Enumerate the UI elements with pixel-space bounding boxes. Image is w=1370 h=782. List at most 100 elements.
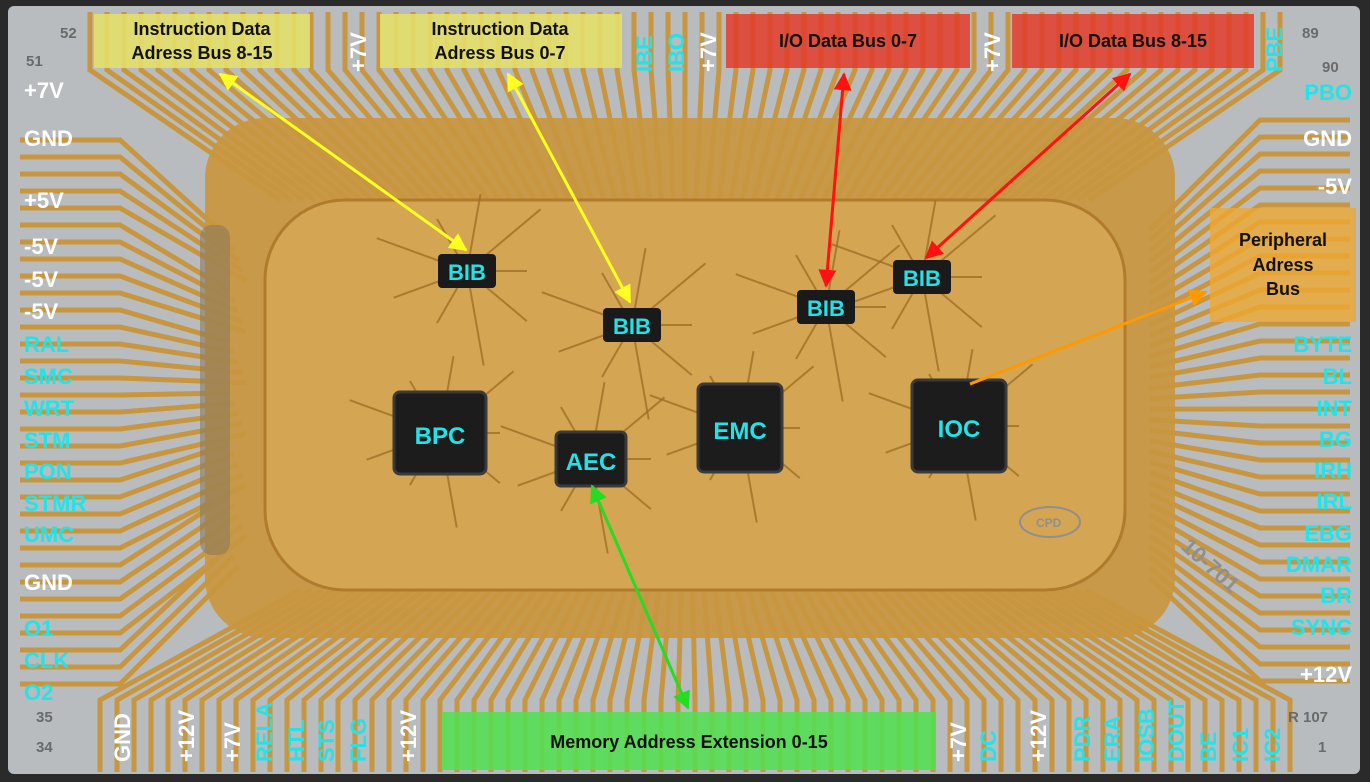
chip-emc — [696, 382, 784, 474]
chip-bib-4 — [893, 260, 951, 294]
trace — [1149, 338, 1350, 370]
trace — [20, 390, 231, 398]
left-pin-label: -5V — [24, 267, 59, 292]
trace — [1149, 438, 1350, 463]
bottom-pin-label: PDR — [1070, 715, 1095, 762]
left-pin-label: O2 — [24, 680, 53, 705]
trace — [1148, 491, 1350, 548]
right-pin-label: DMAR — [1286, 552, 1352, 577]
bottom-pin-label: STS — [314, 719, 339, 762]
right-pin-label: BR — [1320, 583, 1352, 608]
right-pin-label: BL — [1323, 364, 1352, 389]
bus-box-mem-ext — [442, 712, 936, 770]
trace — [1148, 575, 1350, 684]
right-pin-label: IRL — [1317, 489, 1352, 514]
trace — [1149, 355, 1350, 381]
left-pin-label: CLK — [24, 648, 69, 673]
trace — [20, 137, 232, 242]
trace — [1149, 372, 1350, 391]
trace — [20, 171, 240, 263]
bottom-pin-label: IOSB — [1134, 708, 1159, 762]
trace — [20, 341, 239, 365]
bottom-pin-label: IC2 — [1260, 728, 1285, 762]
top-pin-label: +7V — [346, 32, 371, 72]
right-pin-label: INT — [1317, 396, 1353, 421]
left-pin-label: GND — [24, 570, 73, 595]
bus-box-periph-line3: Bus — [1266, 279, 1300, 299]
callout-arrows — [218, 72, 1208, 710]
bus-box-ida-8-15-line1: Instruction Data — [133, 19, 271, 39]
chip-bpc-label: BPC — [415, 423, 466, 450]
top-pin-label: +7V — [980, 32, 1005, 72]
bus-box-periph-line1: Peripheral — [1239, 230, 1327, 250]
right-pin-label: SYNC — [1291, 615, 1352, 640]
trace — [20, 492, 232, 568]
left-pin-label: +7V — [24, 78, 64, 103]
left-pin-label: +5V — [24, 188, 64, 213]
trace — [1084, 587, 1293, 772]
left-pin-label: WRT — [24, 396, 75, 421]
mark-tl-left: 51 — [26, 53, 43, 70]
bottom-pin-label: IC1 — [1228, 728, 1253, 762]
chip-bib-2 — [603, 308, 661, 342]
mark-tl-top: 52 — [60, 25, 77, 42]
trace — [1149, 480, 1350, 531]
bottom-pin-label: DOUT — [1164, 699, 1189, 762]
cpd-logo: CPD — [1019, 506, 1081, 538]
top-pin-label: IBO — [664, 33, 689, 72]
mark-tr-top: 89 — [1302, 25, 1319, 42]
trace — [20, 513, 240, 602]
arrow-periph — [969, 289, 1208, 386]
trace — [1149, 459, 1350, 497]
right-pin-label: -5V — [1318, 174, 1353, 199]
trace — [20, 554, 236, 670]
trace — [1148, 185, 1350, 275]
trace — [1148, 168, 1350, 264]
chip-bib-1-label: BIB — [448, 260, 486, 285]
corner-markings: 52 51 89 90 35 34 R 107 1 — [26, 25, 1339, 756]
left-pin-label: RAL — [24, 332, 69, 357]
bus-box-ida-0-7-line1: Instruction Data — [431, 19, 569, 39]
trace — [20, 410, 239, 432]
trace — [20, 222, 232, 294]
left-pin-label: O1 — [24, 616, 53, 641]
bottom-pin-label: +12V — [1026, 710, 1051, 762]
bottom-pin-label: GND — [110, 713, 135, 762]
trace — [20, 307, 231, 345]
trace — [20, 154, 236, 253]
trace — [1148, 523, 1350, 599]
bottom-pin-label: DC — [976, 730, 1001, 762]
left-pin-label: -5V — [24, 234, 59, 259]
top-pin-label: PBE — [1262, 27, 1287, 72]
chip-bpc — [392, 390, 488, 476]
trace — [1149, 321, 1350, 359]
mark-tr-right: 90 — [1322, 59, 1339, 76]
chip-bib-4-label: BIB — [903, 266, 941, 291]
arrow-mem-ext — [590, 484, 690, 710]
left-pin-labels: +7VGND+5V-5V-5V-5VRALSMCWRTSTMPONSTMRUMC… — [24, 78, 86, 705]
logo-text: CPD — [1036, 516, 1062, 530]
chip-bib-2-label: BIB — [613, 314, 651, 339]
trace — [20, 400, 235, 415]
trace — [20, 256, 240, 314]
trace — [1148, 512, 1350, 582]
trace — [1149, 427, 1350, 446]
left-pin-label: -5V — [24, 299, 59, 324]
residue-strip — [200, 225, 230, 555]
right-pin-label: +12V — [1300, 662, 1352, 687]
trace — [20, 441, 231, 483]
trace — [1149, 417, 1350, 429]
bottom-pin-label: ERA — [1100, 715, 1125, 762]
arrow-io-0-7 — [818, 72, 852, 288]
trace — [20, 324, 235, 355]
trace — [1149, 470, 1350, 514]
bus-box-ida-8-15 — [94, 14, 310, 68]
bus-box-ida-8-15-line2: Adress Bus 8-15 — [131, 43, 272, 63]
trace — [1148, 117, 1350, 232]
trace — [1148, 134, 1350, 243]
left-pin-label: GND — [24, 126, 73, 151]
chip-bib-3 — [797, 290, 855, 324]
mark-br-number: 1 — [1318, 739, 1326, 756]
